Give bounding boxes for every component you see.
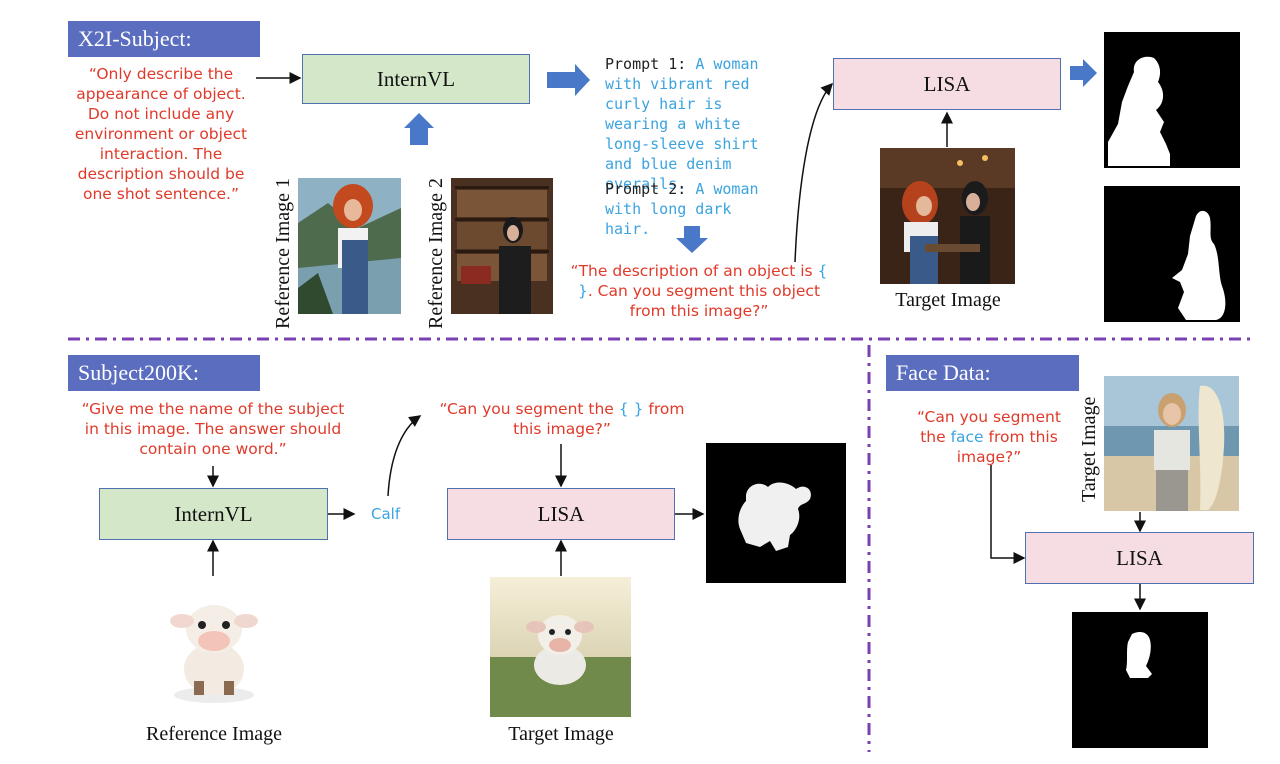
x2i-target-caption: Target Image [895,289,1001,311]
seg-quote-part-1: “Can you segment the [439,400,614,418]
seg-quote-part-1: “The description of an object is [570,262,813,280]
x2i-segment-quote: “The description of an object is { }. Ca… [564,261,834,321]
face-lisa-box: LISA [1025,532,1254,584]
blue-right-arrow-icon [547,64,590,96]
reference-image-1 [298,178,401,314]
seg-quote-braces: { } [618,400,644,418]
subject200k-target-caption: Target Image [508,723,614,745]
seg-quote-part-2: . Can you segment this object from this … [587,282,821,320]
prompt-1-text: A woman with vibrant red curly hair is w… [605,55,759,193]
x2i-lisa-box: LISA [833,58,1061,110]
x2i-internvl-box: InternVL [302,54,530,104]
curved-arrow-to-lisa [794,82,834,263]
face-quote-part-1: “Can you segment the [917,408,1061,446]
curved-arrow-calf-to-quote [387,415,422,497]
subject200k-segment-quote: “Can you segment the { } from this image… [428,399,696,439]
prompt-2-text: A woman with long dark hair. [605,180,759,238]
subject200k-reference-image [144,577,283,716]
blue-up-arrow-icon [404,113,434,145]
ref-image-1-caption: Reference Image 1 [272,177,294,329]
face-quote-keyword: face [950,428,984,446]
x2i-instruction-quote: “Only describe the appearance of object.… [74,65,248,203]
x2i-mask-1 [1104,32,1240,168]
subject200k-instruction-quote: “Give me the name of the subject in this… [81,400,345,458]
reference-image-2 [451,178,553,314]
seg-quote-part-2: from this image?” [513,400,685,438]
face-mask [1072,612,1208,748]
seg-quote-braces: { } [577,262,828,300]
subject200k-section-label: Subject200K: [68,355,260,391]
x2i-mask-2 [1104,186,1240,322]
face-target-caption: Target Image [1078,396,1100,502]
arrow-quote-to-lisa [990,465,1026,564]
prompt-1-prefix: Prompt 1: [605,55,687,73]
face-section-label: Face Data: [886,355,1079,391]
prompt-2-prefix: Prompt 2: [605,180,687,198]
subject200k-target-image [490,577,631,717]
face-quote: “Can you segment the face from this imag… [906,407,1072,467]
ref-image-2-caption: Reference Image 2 [425,177,447,329]
x2i-target-image [880,148,1015,284]
calf-answer: Calf [371,505,401,523]
x2i-section-label: X2I-Subject: [68,21,260,57]
face-quote-part-2: from this image?” [956,428,1058,466]
subject200k-mask [706,443,846,583]
subject200k-ref-caption: Reference Image [145,723,282,745]
blue-right-arrow-icon [1070,59,1097,87]
blue-down-arrow-icon [676,226,708,253]
subject200k-internvl-box: InternVL [99,488,328,540]
prompt-2: Prompt 2: A woman with long dark hair. [605,179,785,239]
subject200k-lisa-box: LISA [447,488,675,540]
prompt-1: Prompt 1: A woman with vibrant red curly… [605,54,785,194]
face-target-image [1104,376,1239,511]
